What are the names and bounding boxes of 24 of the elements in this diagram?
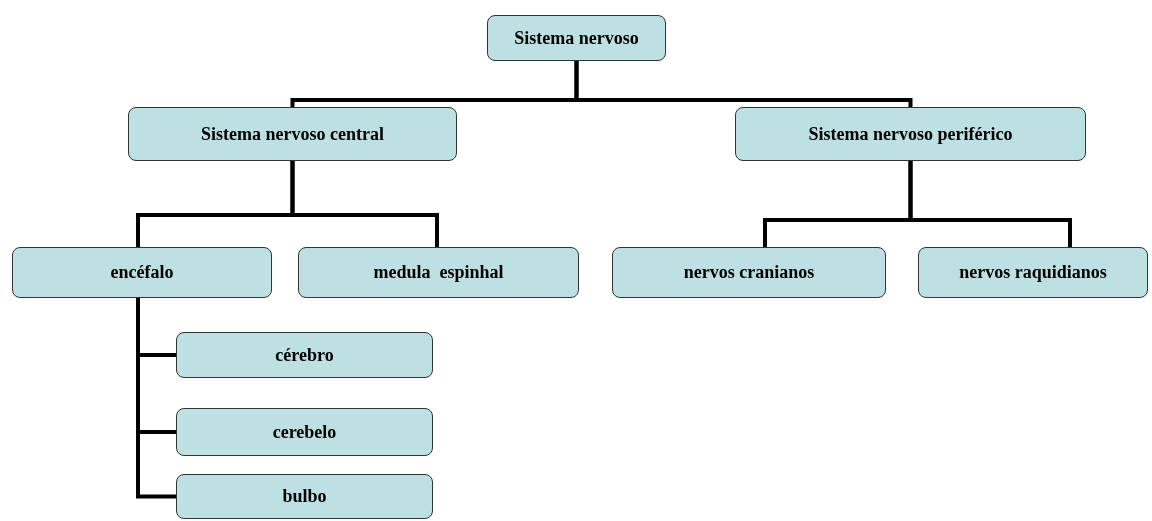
box-label: nervos cranianos <box>683 262 815 283</box>
category-box <box>487 15 666 61</box>
box-label: nervos raquidianos <box>959 262 1107 283</box>
box-label: Sistema nervoso <box>514 27 639 49</box>
connector-line <box>908 161 1072 247</box>
box-label: Sistema nervoso central <box>201 123 384 145</box>
connector-line <box>574 61 913 107</box>
box-label: cerebelo <box>272 421 337 443</box>
box-label: medula espinhal <box>373 262 504 283</box>
box-label: Sistema nervoso periférico <box>808 123 1013 145</box>
box-label: bulbo <box>282 486 327 507</box>
category-box <box>176 332 433 378</box>
box-label: cérebro <box>275 344 334 366</box>
category-box <box>128 107 457 161</box>
category-box <box>612 247 886 298</box>
box-label: encéfalo <box>110 262 174 283</box>
category-box <box>176 408 433 456</box>
connector-line <box>136 298 176 499</box>
category-box <box>12 247 272 298</box>
connector-line <box>290 161 439 247</box>
category-box <box>298 247 579 298</box>
category-box <box>176 474 433 519</box>
category-box <box>918 247 1148 298</box>
category-box <box>735 107 1086 161</box>
